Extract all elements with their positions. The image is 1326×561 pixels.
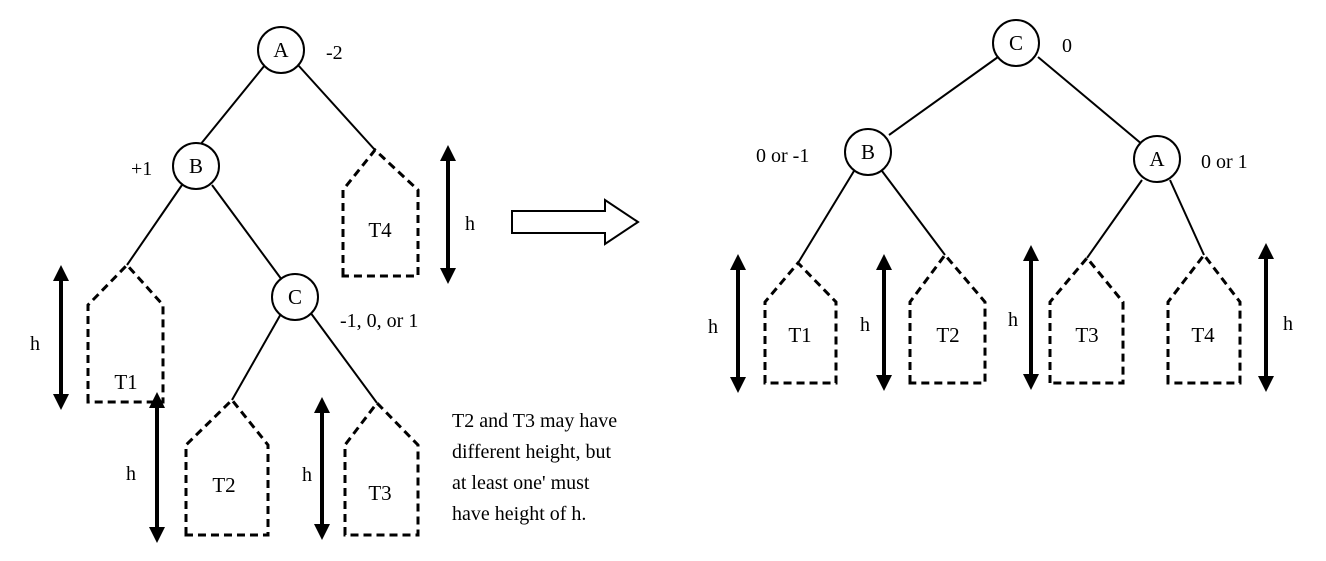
subtree-t3: T3 (343, 400, 420, 537)
height-label-t4: h (1283, 313, 1293, 335)
subtree-t3: T3 (1048, 255, 1125, 385)
subtree-t4: T4 (1166, 252, 1242, 385)
edge-a-t3 (1086, 179, 1143, 259)
balance-b: +1 (131, 158, 152, 180)
edge-a-t4 (297, 64, 376, 151)
subtree-t2-label: T2 (936, 323, 959, 347)
node-c-label: C (1009, 31, 1023, 55)
balance-a: -2 (326, 42, 343, 64)
balance-c: -1, 0, or 1 (340, 310, 418, 332)
before-tree: A -2 B +1 C -1, 0, or 1 T1 T4 T2 T3 (30, 26, 617, 543)
height-label-t3: h (302, 464, 312, 486)
note-line: have height of h. (452, 503, 586, 525)
transform-arrow (511, 198, 640, 246)
subtree-t4: T4 (341, 147, 420, 278)
balance-c: 0 (1062, 35, 1072, 57)
subtree-t3-label: T3 (1075, 323, 1098, 347)
subtree-t4-label: T4 (368, 218, 392, 242)
note-line: different height, but (452, 441, 611, 463)
edge-b-t2 (881, 170, 946, 256)
height-label-t2: h (860, 314, 870, 336)
note-text: T2 and T3 may have different height, but… (452, 410, 617, 525)
subtree-t2-label: T2 (212, 473, 235, 497)
height-label-t3: h (1008, 309, 1018, 331)
height-label-t2: h (126, 463, 136, 485)
edge-b-t1 (797, 170, 855, 264)
height-label-t1: h (30, 333, 40, 355)
subtree-t1-label: T1 (114, 370, 137, 394)
height-label-t1: h (708, 316, 718, 338)
node-a-label: A (1149, 147, 1165, 171)
subtree-t4-label: T4 (1191, 323, 1215, 347)
node-b: B (172, 142, 220, 190)
subtree-t2: T2 (908, 252, 987, 385)
edge-c-t2 (231, 311, 283, 401)
after-tree: C 0 B 0 or -1 A 0 or 1 T1 T2 T3 T4 (708, 19, 1293, 393)
node-a: A (1133, 135, 1181, 183)
edge-c-t3 (309, 311, 378, 404)
node-b-label: B (189, 154, 203, 178)
edge-b-c (211, 184, 283, 281)
edge-a-b (199, 64, 266, 146)
node-c: C (271, 273, 319, 321)
node-b: B (844, 128, 892, 176)
balance-b: 0 or -1 (756, 145, 809, 167)
note-line: at least one' must (452, 472, 590, 494)
edge-c-b (888, 56, 999, 136)
node-b-label: B (861, 140, 875, 164)
edge-c-a (1037, 56, 1144, 146)
edge-a-t4 (1169, 179, 1205, 256)
subtree-t1: T1 (763, 260, 838, 385)
subtree-t1-label: T1 (788, 323, 811, 347)
note-line: T2 and T3 may have (452, 410, 617, 432)
node-c-label: C (288, 285, 302, 309)
node-c: C (992, 19, 1040, 67)
subtree-t1: T1 (86, 262, 165, 404)
height-label-t4: h (465, 213, 475, 235)
subtree-t3-label: T3 (368, 481, 391, 505)
node-a: A (257, 26, 305, 74)
node-a-label: A (273, 38, 289, 62)
subtree-t2: T2 (184, 397, 270, 537)
edge-b-t1 (126, 184, 183, 266)
balance-a: 0 or 1 (1201, 151, 1248, 173)
